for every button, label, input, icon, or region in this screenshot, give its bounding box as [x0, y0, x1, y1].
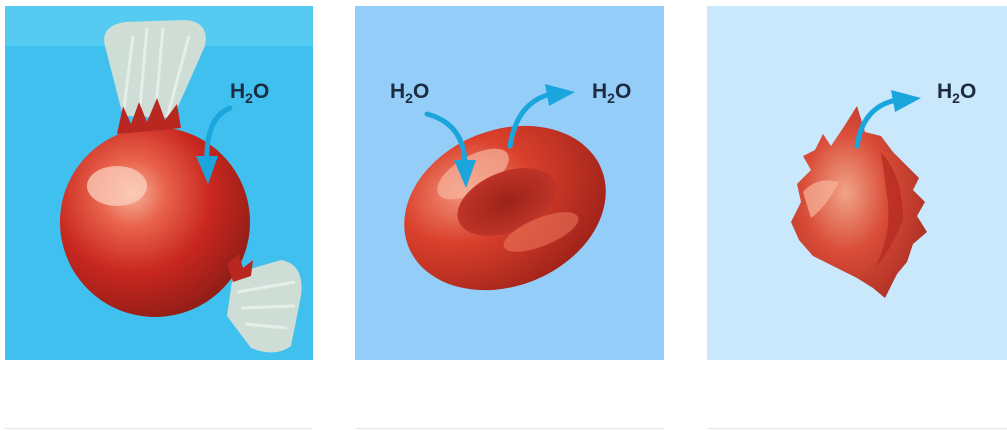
water-efflux-arrow — [854, 97, 900, 149]
hypotonic-illustration: H2O — [5, 6, 313, 360]
hypertonic-panel: H2O — [707, 6, 1007, 360]
shriveled-red-blood-cell — [791, 106, 927, 298]
water-efflux-arrow — [507, 91, 554, 149]
burst-membrane-top — [104, 20, 206, 118]
panel-caption-line — [707, 428, 1007, 433]
water-in-label: H2O — [390, 80, 429, 106]
water-label: H2O — [230, 80, 269, 106]
panel-caption-line — [355, 428, 664, 433]
isotonic-panel: H2O H2O — [355, 6, 664, 360]
water-out-label: H2O — [937, 80, 976, 106]
hypertonic-illustration: H2O — [707, 6, 1007, 360]
water-influx-arrow — [424, 111, 468, 169]
water-influx-arrow — [204, 105, 233, 167]
hypotonic-panel: H2O — [5, 6, 313, 360]
cell-center-dimple — [457, 168, 557, 236]
torn-membrane-edge — [117, 98, 181, 134]
water-out-label: H2O — [592, 80, 631, 106]
swollen-red-blood-cell — [60, 127, 250, 317]
panel-caption-line — [5, 428, 313, 433]
isotonic-illustration: H2O H2O — [355, 6, 664, 360]
